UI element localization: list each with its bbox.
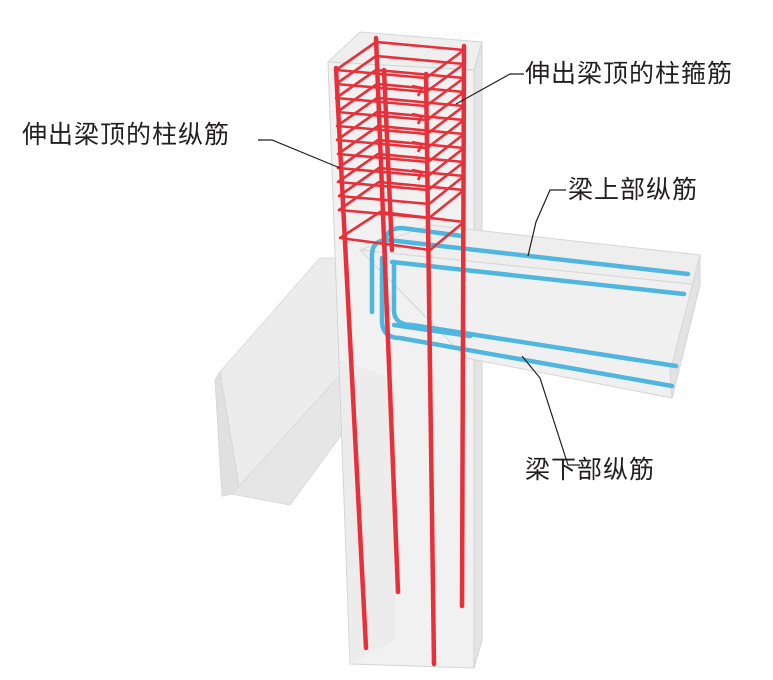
label-column-stirrup: 伸出梁顶的柱箍筋	[525, 59, 734, 88]
column-stirrups	[334, 40, 466, 252]
leader-beam-bottom	[521, 355, 580, 466]
leader-lines	[258, 73, 580, 466]
label-column-longitudinal: 伸出梁顶的柱纵筋	[22, 120, 231, 149]
label-beam-bottom-longitudinal: 梁下部纵筋	[525, 455, 656, 484]
leader-beam-top	[527, 189, 566, 257]
label-beam-top-longitudinal: 梁上部纵筋	[568, 175, 699, 204]
leader-column-stirrup	[455, 73, 524, 105]
leader-column-longitudinal	[258, 139, 341, 169]
